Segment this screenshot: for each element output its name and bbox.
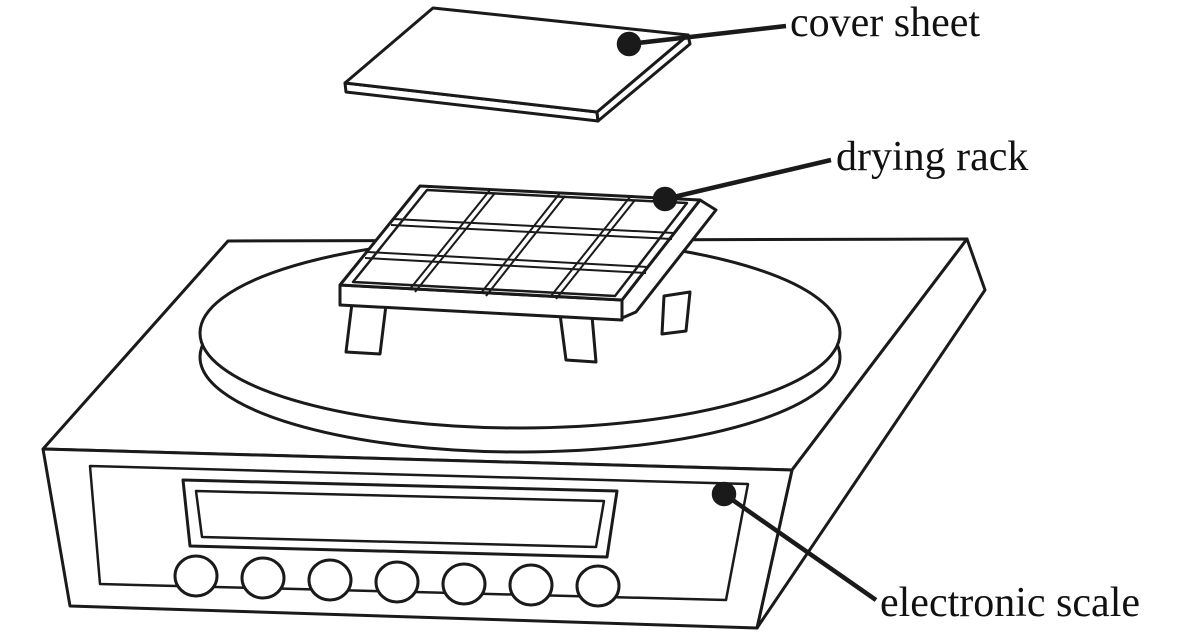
scale-buttons	[173, 554, 621, 608]
scale-button	[240, 556, 286, 600]
scale-button	[173, 554, 219, 598]
rack-leg	[558, 312, 598, 364]
electronic-scale-dot	[711, 481, 737, 507]
drying-rack-dot	[652, 186, 678, 212]
rack-leg	[344, 301, 388, 356]
electronic-scale-label: electronic scale	[880, 580, 1140, 626]
scale-button	[307, 558, 353, 602]
rack-leg	[660, 290, 692, 336]
annotation-leaders	[616, 23, 878, 602]
electronic-scale-leader-line	[722, 492, 878, 602]
drying-rack-drawing	[338, 184, 718, 364]
rack-grid-bars	[364, 189, 675, 300]
scale-button	[374, 560, 420, 604]
cover-sheet-leader-line	[628, 23, 787, 47]
scale-display-inner	[194, 489, 606, 549]
drying-rack-leader-line	[664, 157, 832, 202]
scale-button	[441, 562, 487, 606]
scale-button	[508, 563, 554, 607]
cover-sheet-drawing	[343, 6, 692, 123]
cover-sheet-face	[343, 6, 690, 114]
drying-rack-label: drying rack	[836, 134, 1029, 180]
cover-sheet-dot	[616, 31, 642, 57]
cover-sheet-label: cover sheet	[790, 0, 981, 46]
rack-grid-inner-frame	[351, 188, 689, 298]
scale-button	[575, 564, 621, 608]
